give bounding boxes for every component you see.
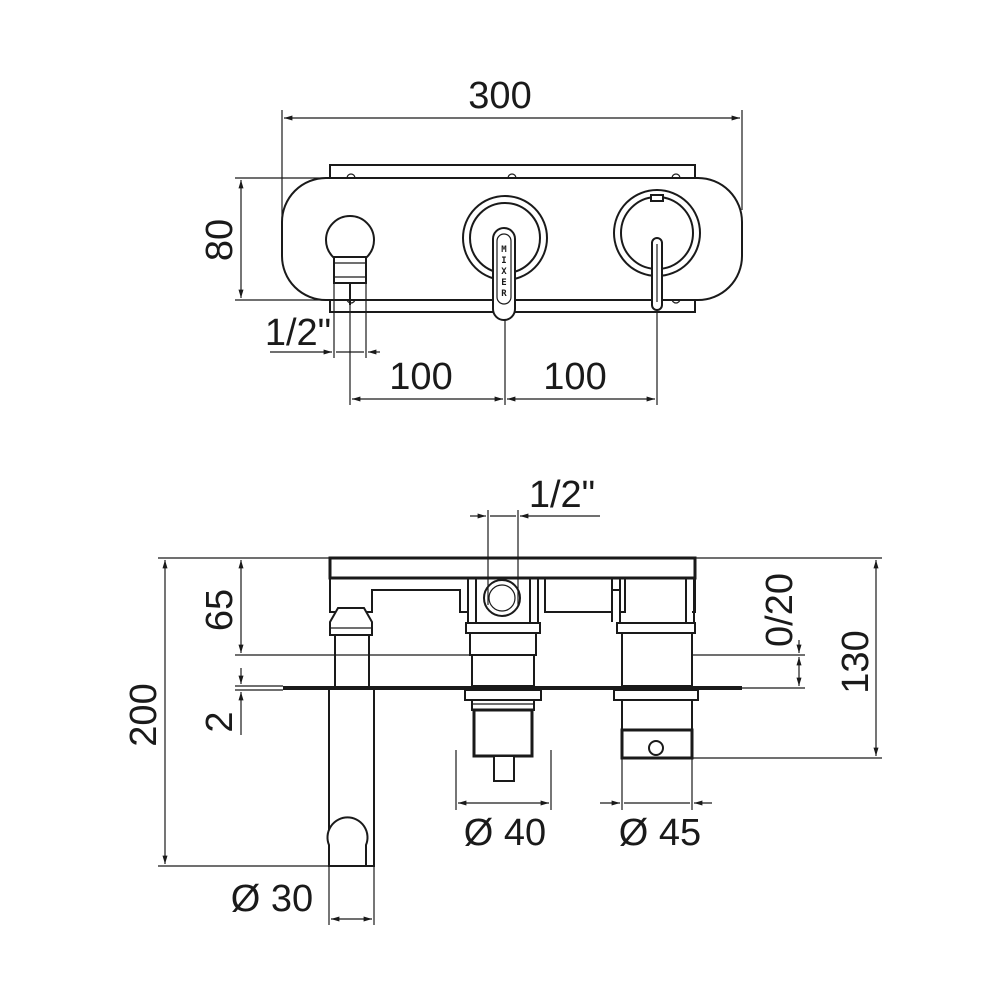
dim-label: 65 [199, 589, 241, 631]
housing-body [544, 578, 626, 613]
logo-letter: E [501, 278, 506, 288]
dimension-65: 65 [199, 560, 472, 656]
diverter-cartridge [613, 622, 699, 760]
dimension-2: 2 [199, 668, 283, 735]
dimension-130: 130 [692, 557, 882, 759]
front-view: M I X E R 300 80 [199, 75, 743, 405]
housing-top [328, 556, 697, 580]
dimension-diameter-45: Ø 45 [600, 758, 712, 854]
inlet-port [483, 579, 521, 617]
dimension-spacing: 100 100 [349, 300, 658, 405]
dim-label: 130 [835, 630, 877, 693]
dim-label: Ø 45 [619, 812, 701, 854]
dim-label: 80 [199, 219, 241, 261]
mixer-knob-front: M I X E R [462, 195, 548, 321]
dimension-0-20: 0/20 [692, 573, 805, 689]
logo-letter: X [501, 267, 507, 277]
spout-connector-front [325, 215, 375, 305]
side-view: 1/2" 200 65 2 0/20 [123, 474, 882, 925]
wall-plate [283, 686, 742, 690]
logo-letter: M [501, 245, 507, 255]
dim-label: 0/20 [759, 573, 801, 647]
dimension-200: 200 [123, 557, 330, 867]
dim-label: 100 [543, 356, 606, 398]
mixer-cartridge [464, 622, 542, 782]
spout-pipe [326, 607, 375, 867]
logo-letter: I [501, 256, 506, 266]
dimension-diameter-30: Ø 30 [231, 866, 375, 925]
housing-body [329, 578, 469, 613]
logo-letter: R [501, 289, 507, 299]
dimension-half-inch-front: 1/2" [265, 283, 380, 358]
dimension-300: 300 [281, 75, 743, 250]
dim-label: 200 [123, 683, 165, 746]
dim-label: 300 [468, 75, 531, 117]
dim-label: 2 [199, 711, 241, 732]
dim-label: Ø 30 [231, 878, 313, 920]
dimension-half-inch-side: 1/2" [470, 474, 600, 605]
dim-label: 1/2" [529, 474, 595, 516]
dimension-80: 80 [199, 177, 330, 301]
dim-label: Ø 40 [464, 812, 546, 854]
dim-label: 100 [389, 356, 452, 398]
dimension-diameter-40: Ø 40 [455, 750, 552, 854]
dim-label: 1/2" [265, 312, 331, 354]
